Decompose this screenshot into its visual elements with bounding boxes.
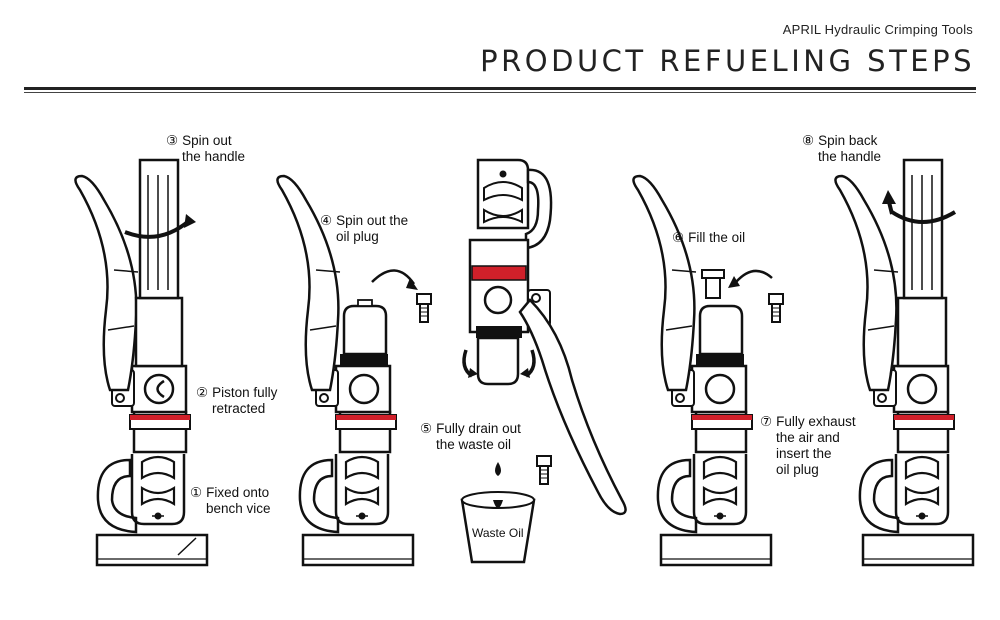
step-1-line2: bench vice bbox=[206, 501, 271, 516]
step-7-number: ⑦ bbox=[760, 414, 773, 429]
step-3-number: ③ bbox=[166, 133, 179, 148]
step-4-number: ④ bbox=[320, 213, 333, 228]
step-8-number: ⑧ bbox=[802, 133, 815, 148]
tool-step-5 bbox=[460, 158, 627, 564]
header-rule-thin bbox=[24, 92, 976, 93]
step-2-line2: retracted bbox=[212, 401, 266, 416]
waste-oil-label: Waste Oil bbox=[472, 526, 524, 540]
header-rule bbox=[24, 87, 976, 90]
page-title: PRODUCT REFUELING STEPS bbox=[480, 44, 975, 78]
step-2-number: ② bbox=[196, 385, 209, 400]
step-7-line2: the air and bbox=[776, 430, 840, 445]
tool-step-6 bbox=[632, 174, 784, 567]
header-subtitle: APRIL Hydraulic Crimping Tools bbox=[782, 22, 973, 37]
step-4-line2: oil plug bbox=[336, 229, 379, 244]
tool-step-1-3 bbox=[74, 158, 209, 567]
tool-step-7-8 bbox=[834, 158, 975, 567]
step-6-number: ⑥ bbox=[672, 230, 685, 245]
step-3-line2: the handle bbox=[182, 149, 246, 164]
step-8-line2: the handle bbox=[818, 149, 882, 164]
step-7-line3: insert the bbox=[776, 446, 832, 461]
step-5-line2: the waste oil bbox=[436, 437, 512, 452]
step-7-line4: oil plug bbox=[776, 462, 819, 477]
tool-step-4 bbox=[276, 174, 432, 567]
step-5-number: ⑤ bbox=[420, 421, 433, 436]
step-1-number: ① bbox=[190, 485, 203, 500]
